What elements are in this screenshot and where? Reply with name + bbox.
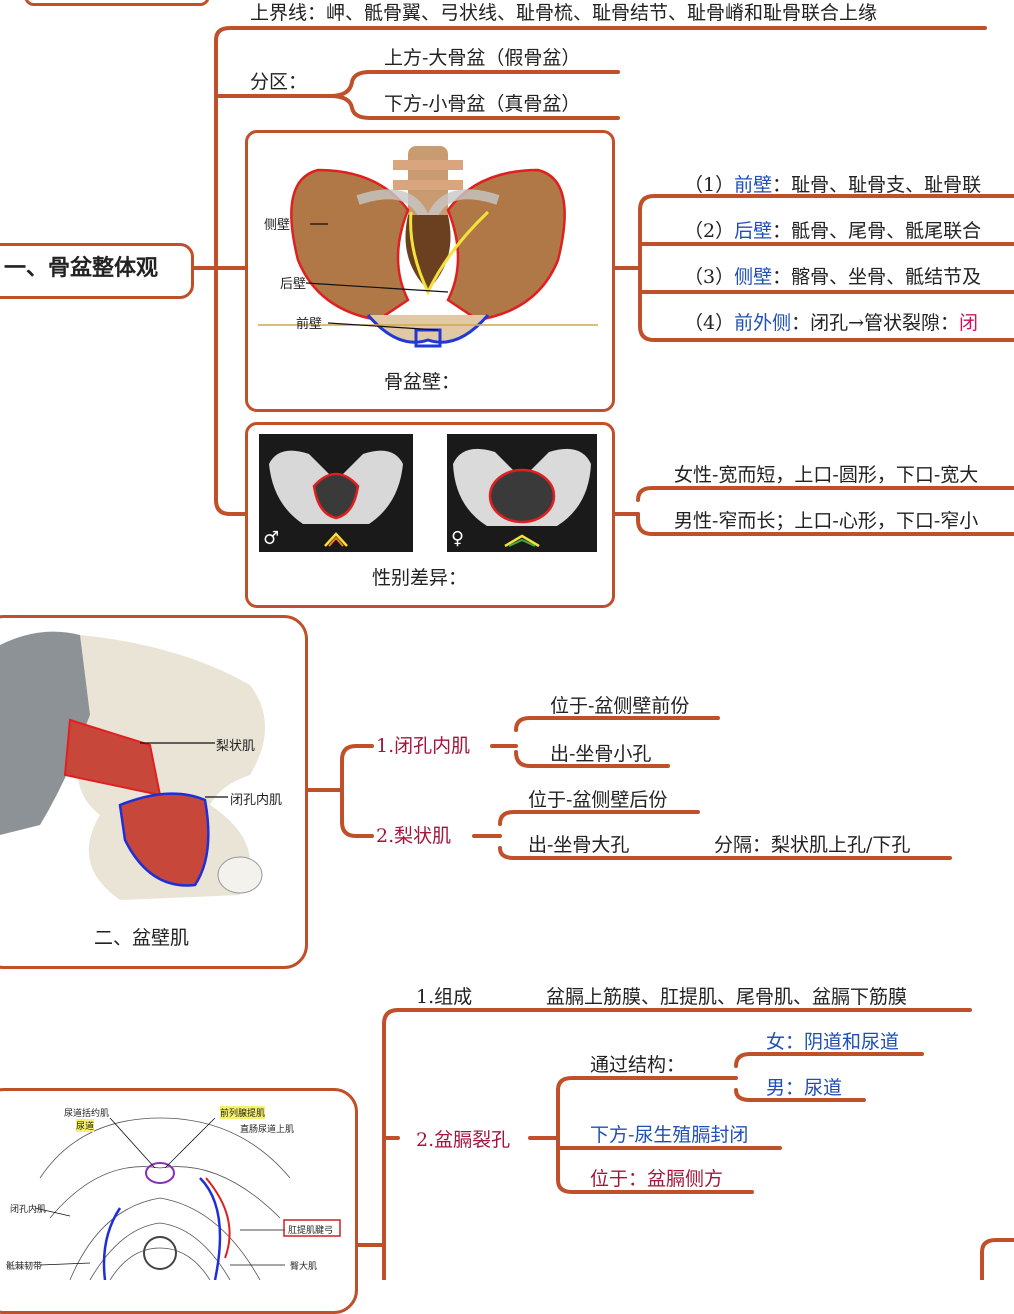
muscle1-exit: 出-坐骨小孔 — [550, 743, 652, 765]
male-symbol: ♂ — [263, 528, 280, 549]
muscle2-position: 位于-盆侧壁后份 — [528, 789, 668, 811]
muscle2-exit: 出-坐骨大孔 — [528, 834, 630, 856]
wall-item-anterolateral: （4）前外侧：闭孔→管状裂隙：闭 — [684, 312, 979, 334]
wall-item-side: （3）侧壁：髂骨、坐骨、骶结节及 — [684, 266, 982, 288]
upper-boundary-text: 上界线：岬、骶骨翼、弓状线、耻骨梳、耻骨结节、耻骨嵴和耻骨联合上缘 — [250, 2, 878, 24]
sex-female-text: 女性-宽而短，上口-圆形，下口-宽大 — [674, 464, 979, 486]
division-upper: 上方-大骨盆（假骨盆） — [384, 47, 581, 69]
pelvis-wall-image: 侧壁 后壁 前壁 — [258, 140, 598, 362]
division-lower: 下方-小骨盆（真骨盆） — [384, 93, 581, 115]
female-symbol: ♀ — [451, 528, 465, 549]
female-pelvis-image: ♀ — [447, 434, 597, 552]
male-structures: 男：尿道 — [766, 1077, 843, 1099]
hiatus-label: 2.盆膈裂孔 — [416, 1129, 511, 1151]
levator-prostatae-label: 前列腺提肌 — [220, 1106, 266, 1119]
composition-text: 盆膈上筋膜、肛提肌、尾骨肌、盆膈下筋膜 — [546, 986, 908, 1008]
sacrospinous-ligament-label: 骶棘韧带 — [6, 1262, 43, 1272]
female-structures: 女：阴道和尿道 — [766, 1031, 900, 1053]
located-lateral: 位于：盆膈侧方 — [590, 1168, 724, 1190]
gluteus-maximus-label: 臀大肌 — [290, 1262, 318, 1272]
piriformis-image-label: 梨状肌 — [216, 739, 256, 754]
mindmap-connectors — [188, 26, 1014, 1280]
below-closure: 下方-尿生殖膈封闭 — [590, 1124, 749, 1146]
pelvic-floor-image: 尿道括约肌 尿道 前列腺提肌 直肠尿道上肌 闭孔内肌 肛提肌腱弓 骶棘韧带 臀大… — [0, 1098, 345, 1280]
muscle1-position: 位于-盆侧壁前份 — [550, 695, 690, 717]
muscle2-divide: 分隔：梨状肌上孔/下孔 — [714, 834, 911, 856]
side-wall-label: 侧壁 — [264, 218, 291, 233]
muscle2-name: 2.梨状肌 — [376, 825, 452, 847]
rectourethralis-label: 直肠尿道上肌 — [240, 1125, 295, 1135]
back-wall-label: 后壁 — [280, 277, 307, 292]
urethra-label: 尿道 — [76, 1119, 95, 1132]
male-pelvis-image: ♂ — [259, 434, 413, 552]
obturator-image-label: 闭孔内肌 — [230, 793, 283, 808]
pelvic-muscle-image: 梨状肌 闭孔内肌 — [0, 625, 300, 915]
wall-item-back: （2）后壁：骶骨、尾骨、骶尾联合 — [684, 220, 982, 242]
section1-title: 一、骨盆整体观 — [4, 255, 159, 281]
section2-title: 二、盆壁肌 — [94, 927, 190, 949]
division-label: 分区： — [250, 71, 308, 93]
previous-card-edge — [24, 0, 210, 6]
sex-male-text: 男性-窄而长；上口-心形，下口-窄小 — [674, 510, 979, 532]
urethral-sphincter-label: 尿道括约肌 — [64, 1109, 110, 1119]
composition-label: 1.组成 — [416, 986, 473, 1008]
pelvic-floor-card — [0, 1088, 358, 1314]
front-wall-label: 前壁 — [296, 317, 323, 332]
obturator-internus-label: 闭孔内肌 — [10, 1205, 47, 1215]
tendinous-arch-label: 肛提肌腱弓 — [288, 1226, 334, 1236]
walls-caption: 骨盆壁： — [384, 371, 461, 393]
sex-caption: 性别差异： — [372, 567, 468, 589]
pass-structures-label: 通过结构： — [590, 1054, 686, 1076]
muscle1-name: 1.闭孔内肌 — [376, 735, 471, 757]
wall-item-front: （1）前壁：耻骨、耻骨支、耻骨联 — [684, 174, 982, 196]
section1-title-box — [0, 243, 194, 299]
